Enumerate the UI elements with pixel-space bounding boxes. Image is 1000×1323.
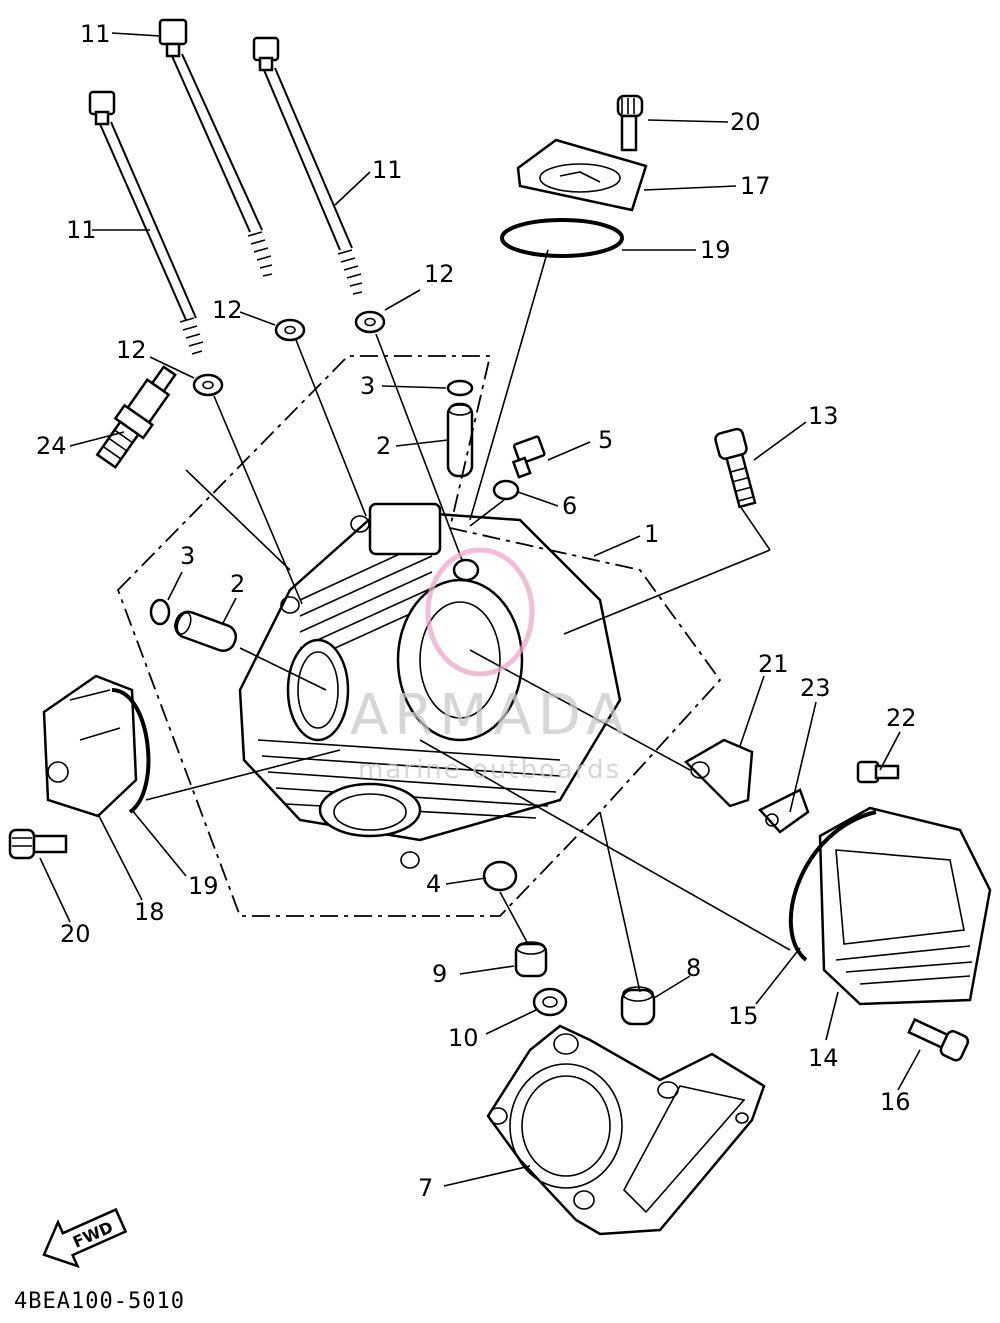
callout-12-c: 12 [424, 260, 455, 288]
callout-21: 21 [758, 650, 789, 678]
washer-6 [492, 479, 520, 501]
callout-2-b: 2 [230, 570, 245, 598]
callout-2-a: 2 [376, 432, 391, 460]
rocker-arm-23 [757, 788, 810, 834]
watermark: ARMADA marine outboards [350, 547, 630, 785]
callout-18: 18 [134, 898, 165, 926]
valve-guide-left [174, 610, 238, 652]
callout-16: 16 [880, 1088, 911, 1116]
bolt-22-icon [856, 760, 900, 784]
callout-11-b: 11 [372, 156, 403, 184]
assembly-boundary [116, 355, 722, 917]
callout-24: 24 [36, 432, 67, 460]
washer-12-left [192, 373, 224, 397]
callout-9: 9 [432, 960, 447, 988]
callout-19-top: 19 [700, 236, 731, 264]
o-ring-19-top [500, 218, 624, 258]
seal-10 [532, 987, 568, 1017]
circlip-left [149, 598, 171, 626]
callout-12-b: 12 [212, 296, 243, 324]
callout-6: 6 [562, 492, 577, 520]
callout-14: 14 [808, 1044, 839, 1072]
stud-bolt-middle [158, 18, 273, 277]
watermark-tagline: marine outboards [358, 755, 621, 785]
callout-19-left: 19 [188, 872, 219, 900]
callout-20-left: 20 [60, 920, 91, 948]
callout-labels: 11 11 11 12 12 12 3 2 24 3 2 20 17 19 5 … [36, 20, 917, 1202]
callout-3-b: 3 [180, 542, 195, 570]
callout-3-a: 3 [360, 372, 375, 400]
valve-guide-upper [446, 402, 474, 478]
washer-12-middle [274, 318, 306, 342]
bolt-16-icon [907, 1017, 970, 1062]
bolt-20-left [8, 828, 68, 860]
dowel-8 [620, 986, 656, 1026]
callout-1: 1 [644, 520, 659, 548]
callout-13: 13 [808, 402, 839, 430]
spark-plug-icon [95, 365, 177, 470]
washer-12-right [354, 310, 386, 334]
callout-22: 22 [886, 704, 917, 732]
callout-11-a: 11 [80, 20, 111, 48]
callout-4: 4 [426, 870, 441, 898]
callout-17: 17 [740, 172, 771, 200]
callout-11-c: 11 [66, 216, 97, 244]
callout-7: 7 [418, 1174, 433, 1202]
circlip-upper [446, 379, 474, 397]
side-cover-18 [42, 674, 138, 818]
o-ring-19-left [111, 688, 151, 814]
tappet-cover-17 [516, 138, 648, 212]
bolt-13-icon [714, 427, 757, 509]
valve-9 [514, 941, 548, 978]
gasket-15 [788, 810, 877, 962]
diagram-code: 4BEA100-5010 [14, 1289, 185, 1314]
fwd-arrow-icon: FWD [42, 1207, 128, 1269]
leader-lines [39, 32, 921, 1187]
side-cover-14 [818, 806, 992, 1006]
head-gasket-7 [486, 1024, 766, 1236]
callout-5: 5 [598, 426, 613, 454]
callout-10: 10 [448, 1024, 479, 1052]
callout-20-top: 20 [730, 108, 761, 136]
watermark-brand: ARMADA [350, 683, 630, 748]
callout-8: 8 [686, 954, 701, 982]
stud-bolt-left [88, 90, 204, 355]
callout-23: 23 [800, 674, 831, 702]
seal-4 [482, 860, 518, 892]
bolt-5-icon [511, 435, 546, 479]
bolt-20-top [616, 94, 644, 152]
rocker-arm-21 [683, 738, 754, 808]
stud-bolt-right [252, 36, 363, 295]
callout-12-a: 12 [116, 336, 147, 364]
callout-15: 15 [728, 1002, 759, 1030]
